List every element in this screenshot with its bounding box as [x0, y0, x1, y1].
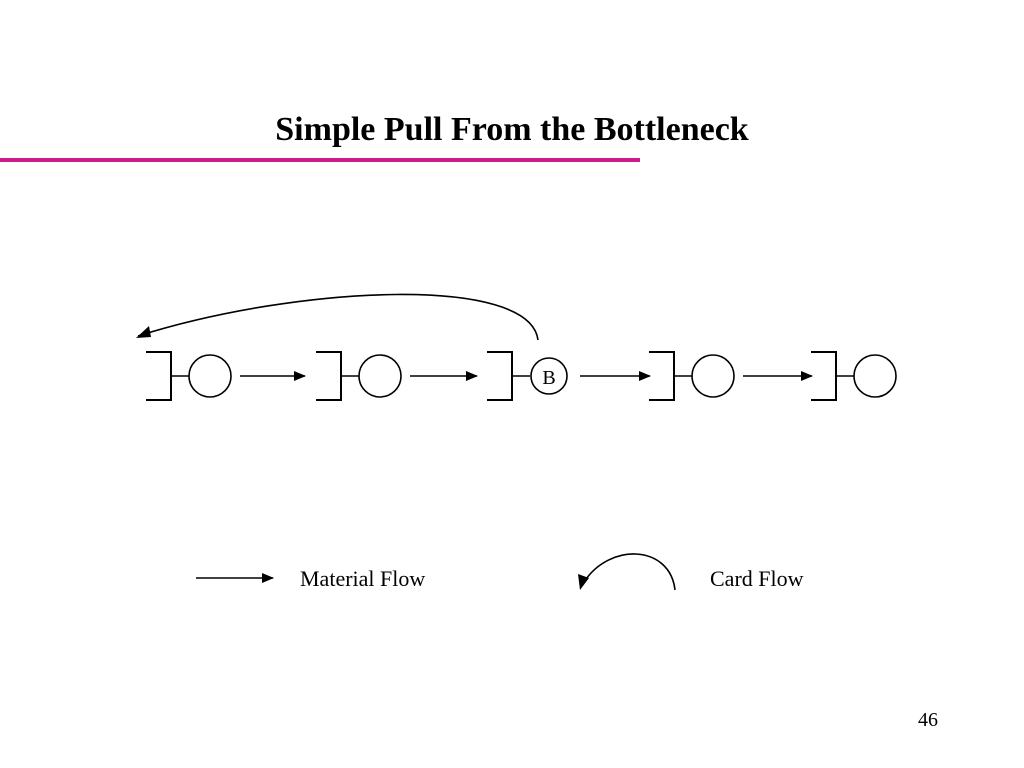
legend-card-flow-label: Card Flow — [710, 566, 804, 591]
buffer-bracket — [649, 351, 675, 401]
station-5 — [811, 351, 897, 401]
legend-card-flow-arrowhead — [578, 574, 589, 590]
buffer-bracket — [146, 351, 172, 401]
page-number: 46 — [918, 709, 938, 731]
workstation-circle — [691, 354, 735, 398]
bottleneck-circle — [530, 357, 568, 395]
station-1 — [146, 351, 232, 401]
title-underline — [0, 158, 640, 162]
station-4 — [649, 351, 735, 401]
station-2 — [316, 351, 402, 401]
buffer-bracket — [316, 351, 342, 401]
bottleneck-label: B — [542, 367, 555, 389]
legend-material-flow-label: Material Flow — [300, 566, 426, 591]
workstation-circle — [358, 354, 402, 398]
buffer-bracket — [811, 351, 837, 401]
buffer-bracket — [487, 351, 513, 401]
card-flow-arrowhead — [136, 326, 151, 338]
station-bottleneck: B — [487, 351, 568, 401]
slide-title: Simple Pull From the Bottleneck — [275, 111, 749, 148]
card-flow-arc — [137, 293, 539, 341]
workstation-circle — [188, 354, 232, 398]
workstation-circle — [853, 354, 897, 398]
legend-card-flow-arc — [583, 553, 676, 591]
